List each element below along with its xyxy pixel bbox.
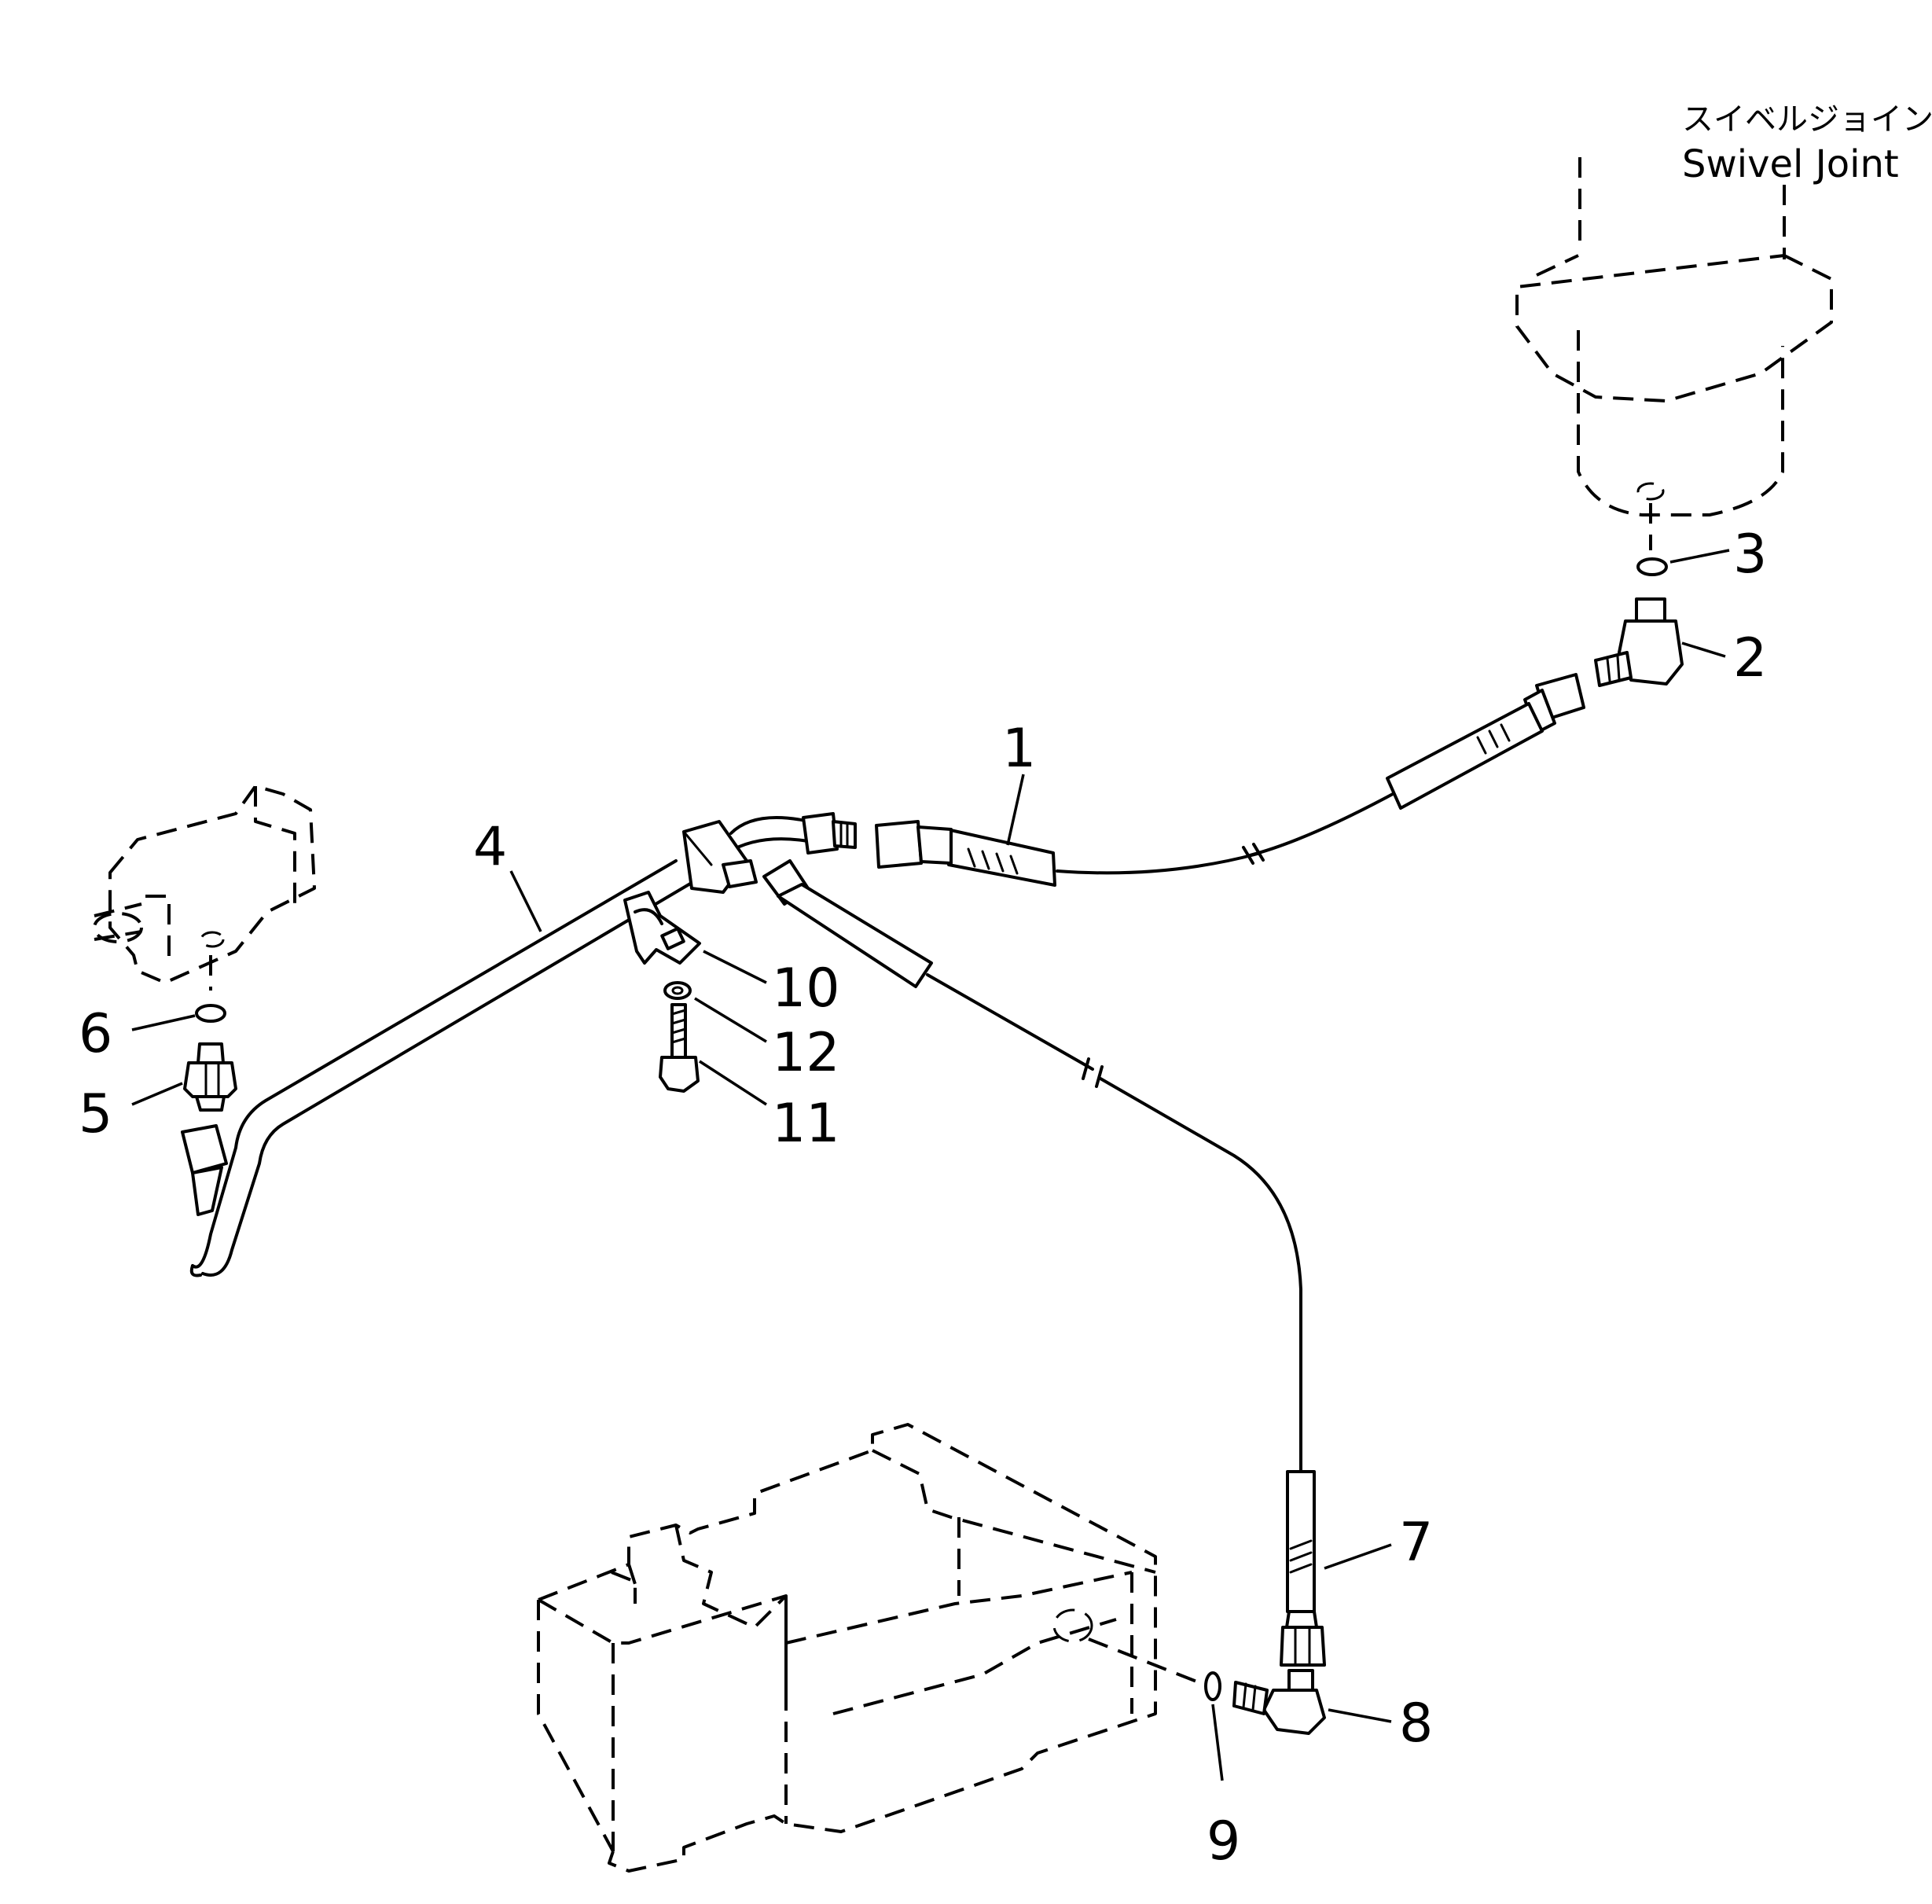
o-ring-part-3 (1636, 557, 1668, 576)
part-label-2: 2 (1733, 627, 1767, 689)
leader-7 (1324, 1543, 1392, 1570)
part-label-11: 11 (772, 1093, 840, 1155)
part-label-10: 10 (772, 958, 840, 1020)
elbow-fitting-part-2 (1594, 597, 1684, 687)
title-english: Swivel Joint (1682, 142, 1899, 186)
leader-12 (694, 997, 767, 1043)
hose-part-1 (875, 673, 1585, 887)
leader-9 (1211, 1704, 1224, 1781)
elbow-fitting-part-8 (1232, 1669, 1326, 1735)
pipe-part-4 (181, 812, 857, 1277)
leader-4 (509, 870, 542, 932)
hose-part-7 (762, 859, 1326, 1667)
leader-10 (703, 950, 767, 984)
leader-1 (1006, 774, 1025, 846)
part-label-1: 1 (1002, 718, 1036, 780)
washer-part-12 (663, 981, 692, 1000)
part-label-9: 9 (1207, 1810, 1240, 1873)
part-label-12: 12 (772, 1022, 840, 1084)
leader-8 (1328, 1708, 1392, 1723)
part-label-3: 3 (1733, 524, 1767, 586)
o-ring-part-6 (195, 1004, 226, 1023)
part-label-5: 5 (79, 1083, 112, 1145)
swivel-joint (1515, 157, 1833, 550)
part-label-4: 4 (473, 816, 507, 878)
part-label-8: 8 (1399, 1693, 1433, 1755)
motor-housing (537, 1423, 1199, 1873)
part-label-7: 7 (1399, 1512, 1433, 1574)
bolt-part-11 (659, 1003, 700, 1093)
title-japanese: スイベルジョイント (1682, 101, 1932, 138)
o-ring-part-9 (1204, 1671, 1221, 1701)
part-label-6: 6 (79, 1003, 112, 1065)
leader-3 (1669, 549, 1730, 564)
clamp-part-10 (623, 891, 701, 965)
leader-2 (1681, 641, 1726, 658)
leader-11 (699, 1060, 767, 1106)
valve-component-left (93, 785, 316, 991)
leader-5 (131, 1082, 183, 1106)
leader-6 (131, 1014, 196, 1031)
adapter-part-5 (183, 1042, 237, 1112)
